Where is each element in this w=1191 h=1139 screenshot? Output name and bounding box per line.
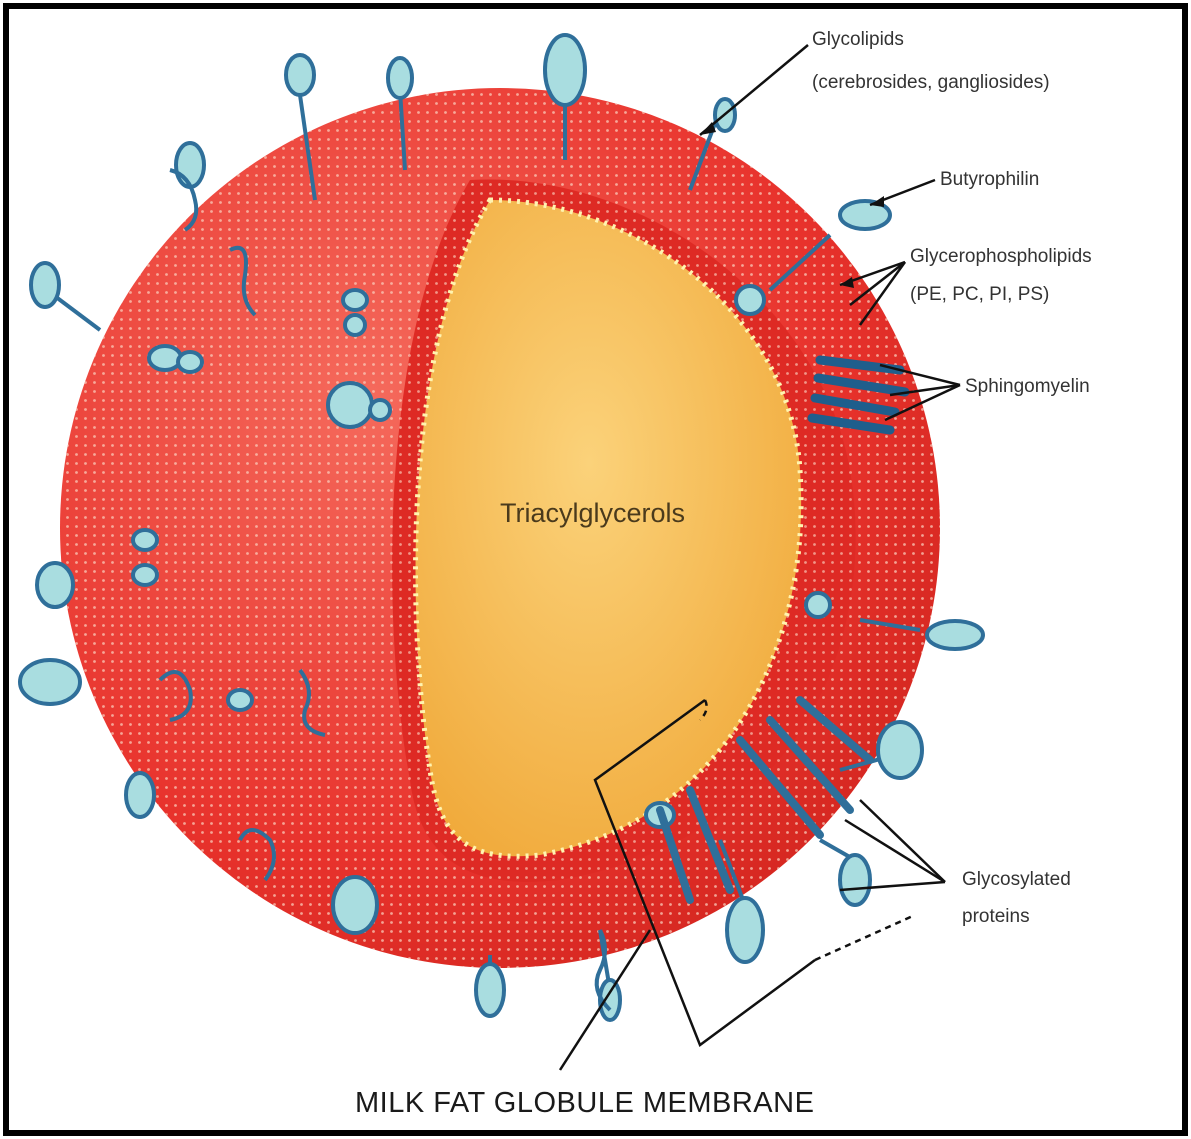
label-glycerophospholipids: Glycerophospholipids [910,246,1092,267]
diagram-title: MILK FAT GLOBULE MEMBRANE [355,1087,814,1119]
label-glycolipids: Glycolipids [812,29,904,50]
label-glycosylated: Glycosylated [962,869,1071,890]
label-glycerophospholipids-detail: (PE, PC, PI, PS) [910,284,1049,305]
label-triacylglycerols: Triacylglycerols [500,498,685,528]
label-glycosylated-detail: proteins [962,906,1030,927]
label-sphingomyelin: Sphingomyelin [965,376,1090,397]
label-glycolipids-detail: (cerebrosides, gangliosides) [812,72,1050,93]
label-butyrophilin: Butyrophilin [940,169,1039,190]
